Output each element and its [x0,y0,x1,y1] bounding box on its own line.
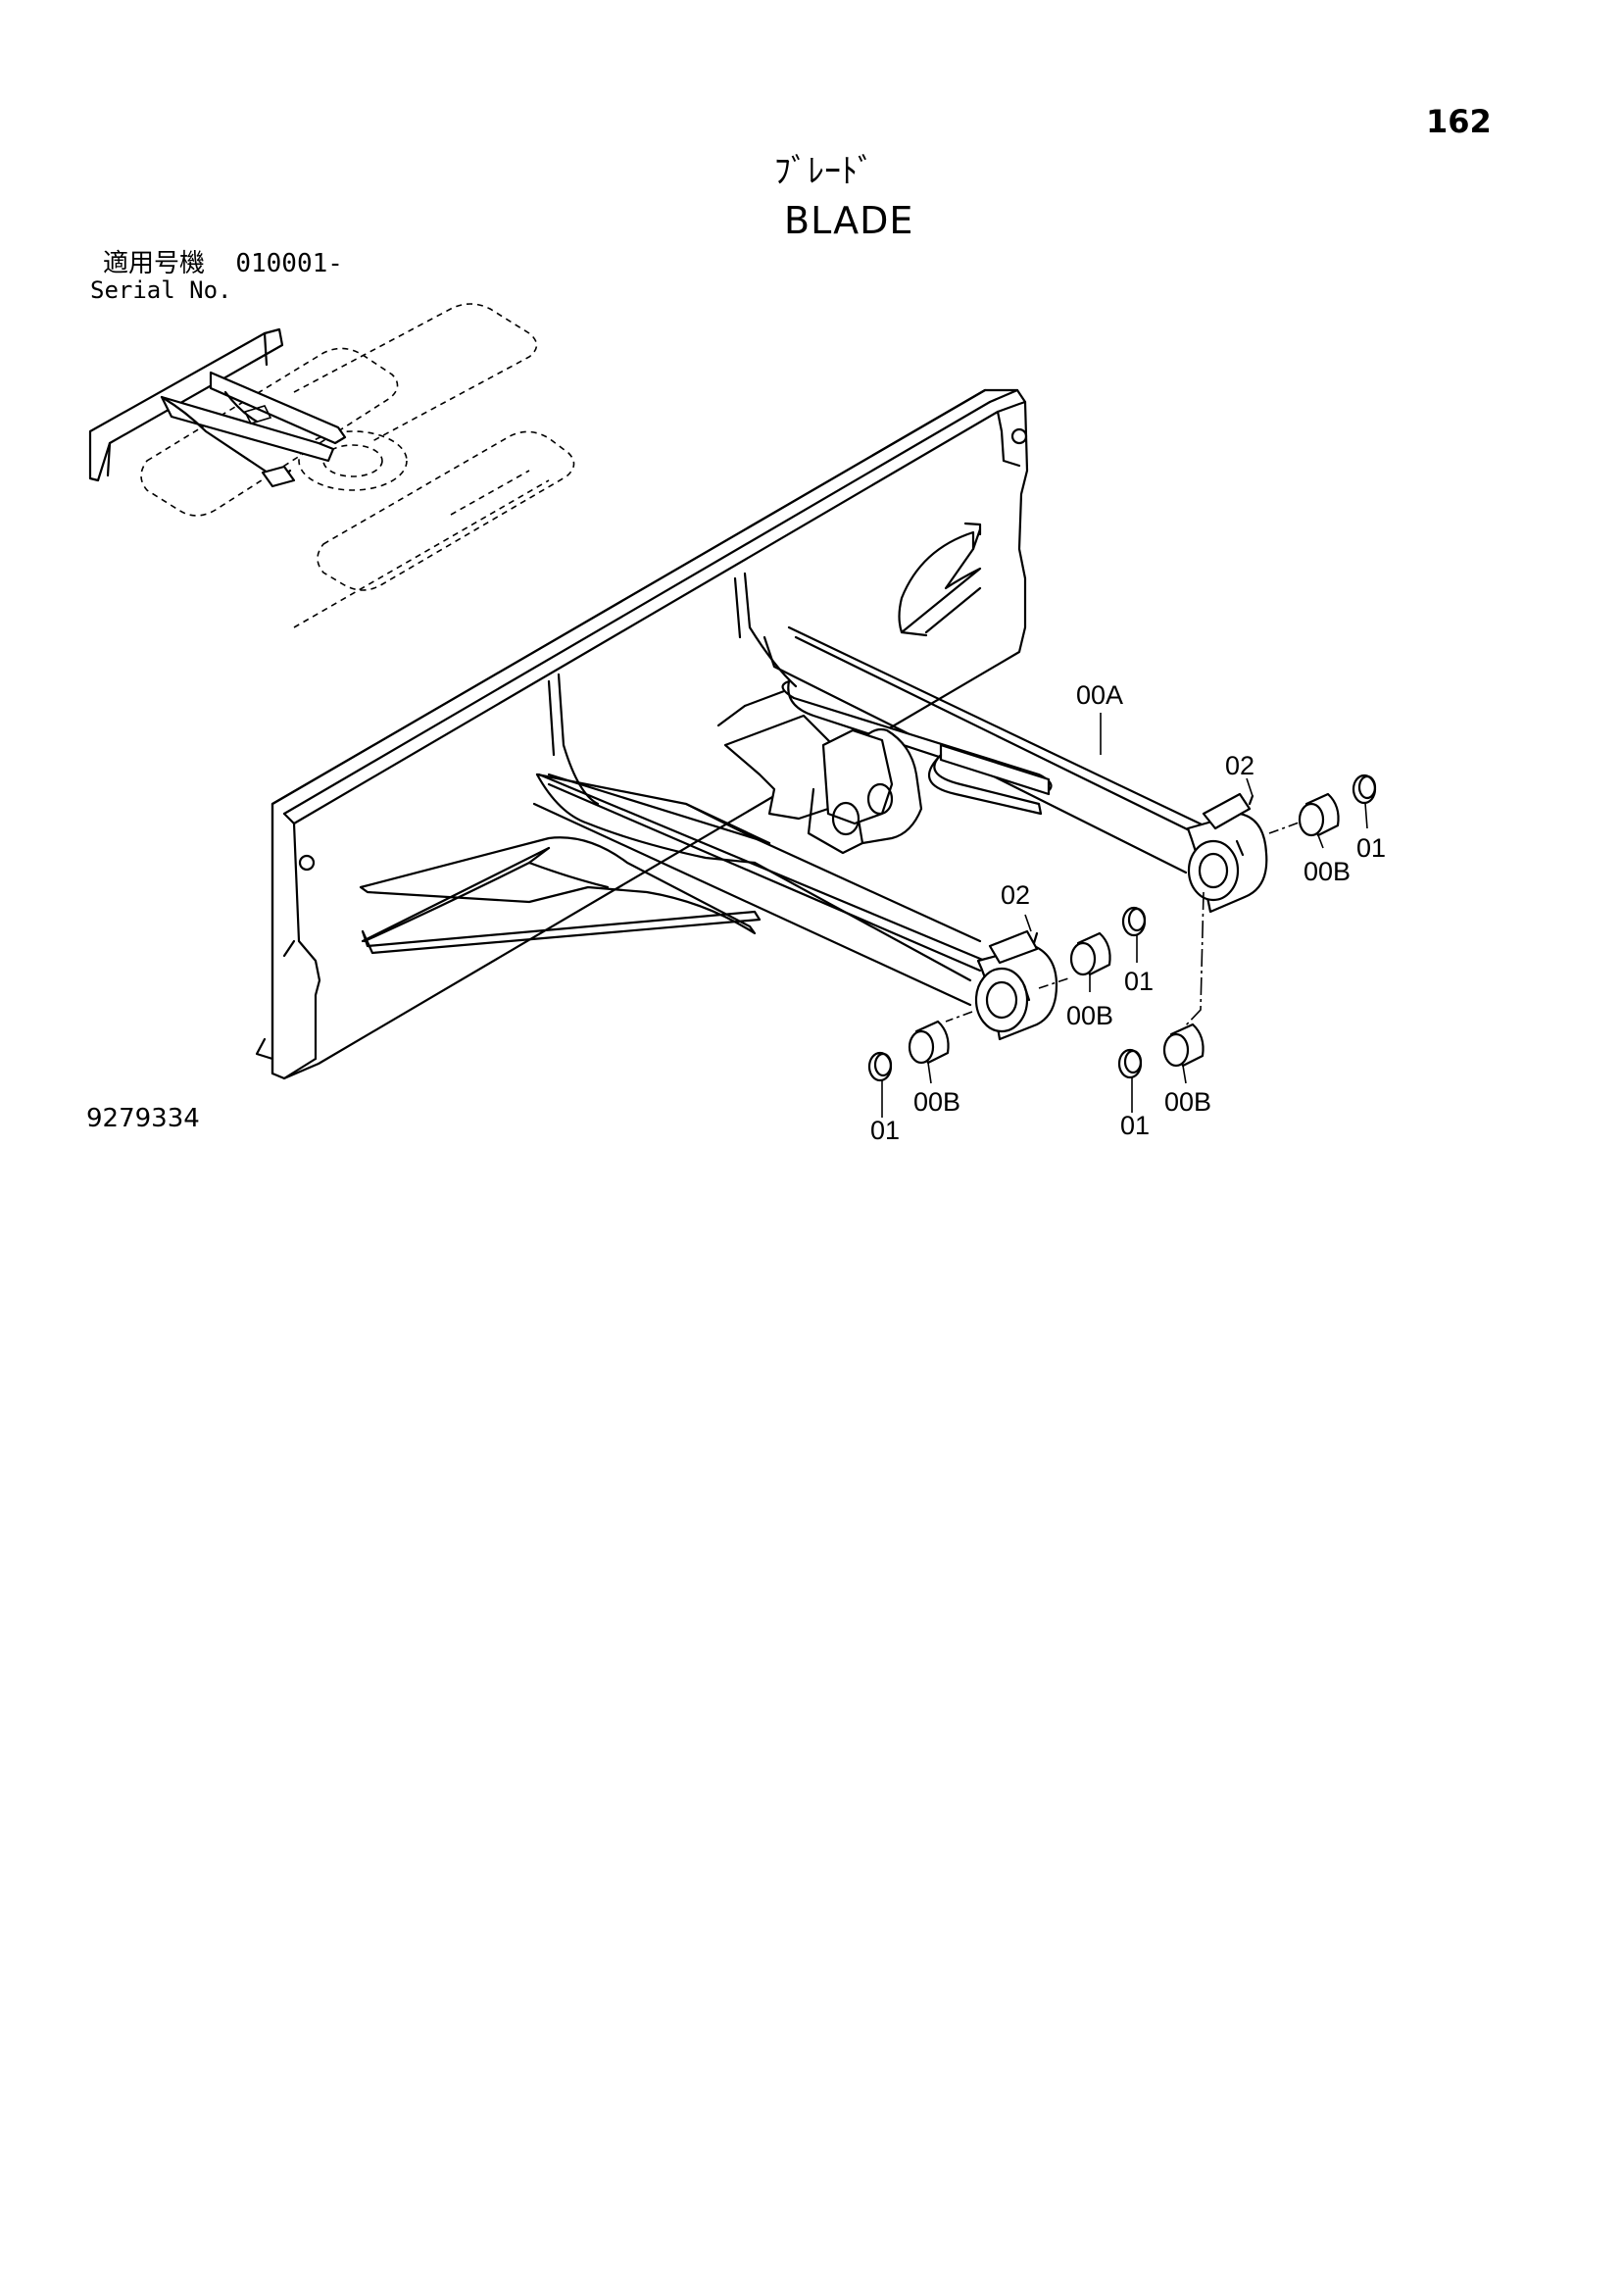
snap-ring-right [1117,1048,1143,1079]
lower-boss [974,929,1058,1041]
callout-pin-lower: 02 [1001,880,1030,910]
bushing-upper [1298,792,1340,837]
serial-value: 010001- [235,249,343,278]
bushing-mid [1069,931,1111,976]
machine-location-thumbnail [88,303,575,628]
callout-bushing-left: 00B [913,1087,960,1117]
drawing-number: 9279334 [86,1104,200,1133]
undercarriage-outline [140,303,575,628]
callout-ring-upper: 01 [1356,833,1386,863]
serial-label-en: Serial No. [90,276,232,304]
pivot-bracket [716,689,923,855]
serial-applicable-label: 適用号機 010001- [103,251,343,276]
bushing-right [1162,1023,1205,1068]
callout-ring-right: 01 [1120,1111,1150,1140]
leader-lines [881,713,1368,1118]
title-japanese: ﾌﾞﾚｰﾄﾞ [774,152,874,191]
callout-bushing-right: 00B [1164,1087,1211,1117]
left-rib-plates [359,673,771,955]
upper-boss [1186,792,1268,914]
serial-label-jp: 適用号機 [103,249,206,278]
callout-pin-upper: 02 [1225,751,1254,780]
title-english: BLADE [784,199,914,242]
snap-ring-mid [1121,906,1147,937]
page-number: 162 [1426,103,1492,140]
snap-ring-upper [1352,774,1377,805]
callout-ring-mid: 01 [1124,967,1154,996]
bushing-left [908,1020,950,1065]
blade-plate [255,388,1029,1080]
callout-arm: 00A [1076,680,1123,710]
callout-bushing-upper: 00B [1303,857,1351,886]
blade-assembly [255,388,1303,1080]
snap-ring-left [867,1051,893,1082]
callout-bushing-mid: 00B [1066,1001,1113,1030]
thumbnail-blade [88,327,347,488]
callout-ring-left: 01 [870,1116,900,1145]
